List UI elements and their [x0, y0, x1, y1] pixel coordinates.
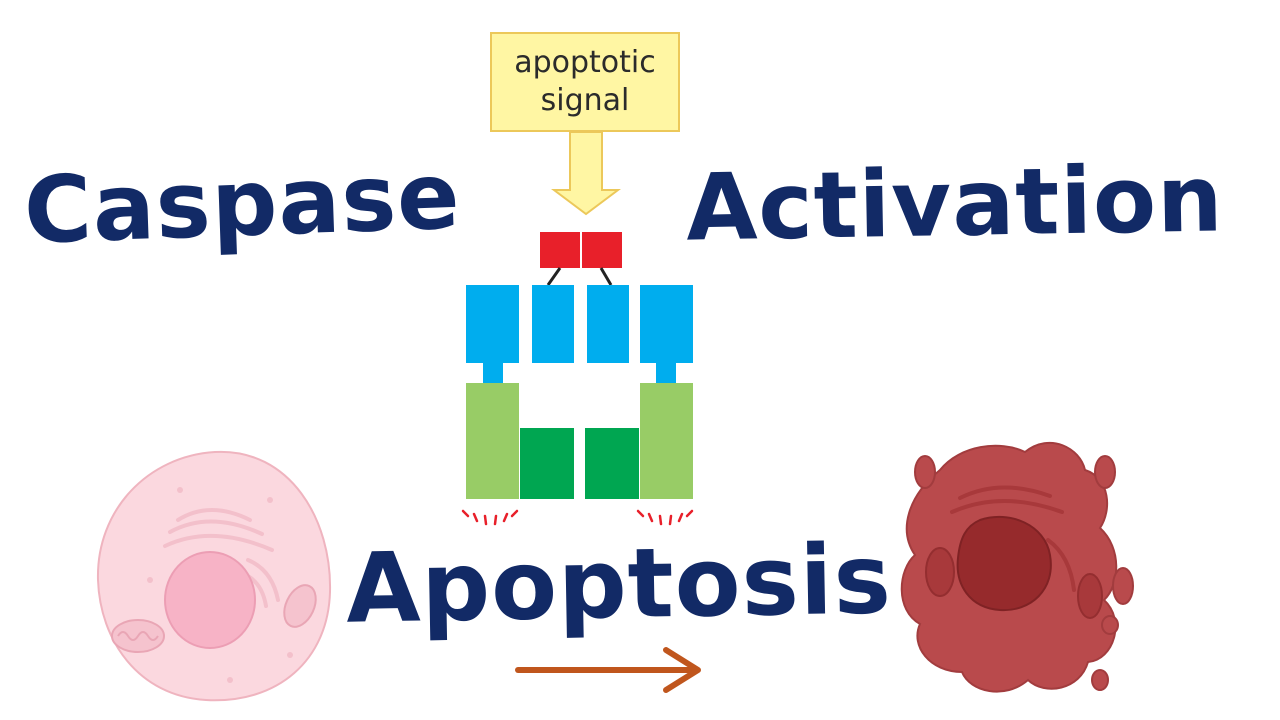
linker-right: [599, 267, 613, 286]
signal-label-line-1: apoptotic: [514, 45, 656, 80]
blue-domain-2: [532, 285, 574, 363]
blue-domain-1: [466, 285, 519, 363]
prodomain-left: [540, 232, 580, 268]
light-green-subunit-right: [640, 383, 693, 499]
apoptotic-cell-illustration: [900, 441, 1134, 693]
down-arrow-icon: [551, 131, 621, 216]
right-arrow-icon: [515, 647, 701, 693]
dark-green-subunit-right: [585, 428, 639, 499]
apoptotic-signal-box: apoptotic signal: [490, 32, 680, 132]
dark-green-subunit-left: [520, 428, 574, 499]
prodomain-right: [582, 232, 622, 268]
linker-left: [546, 267, 562, 286]
blue-domain-4: [640, 285, 693, 363]
blue-domain-3: [587, 285, 629, 363]
cleavage-marks-right: [636, 509, 694, 526]
blue-connector-left: [483, 363, 503, 383]
caspase-complex: [461, 232, 694, 526]
light-green-subunit-left: [466, 383, 519, 499]
healthy-cell-illustration: [96, 450, 332, 702]
title-apoptosis: Apoptosis: [345, 523, 893, 645]
blue-connector-right: [656, 363, 676, 383]
title-caspase: Caspase: [22, 142, 463, 265]
cleavage-marks-left: [461, 509, 519, 526]
signal-label-line-2: signal: [540, 83, 630, 118]
title-activation: Activation: [685, 145, 1225, 262]
